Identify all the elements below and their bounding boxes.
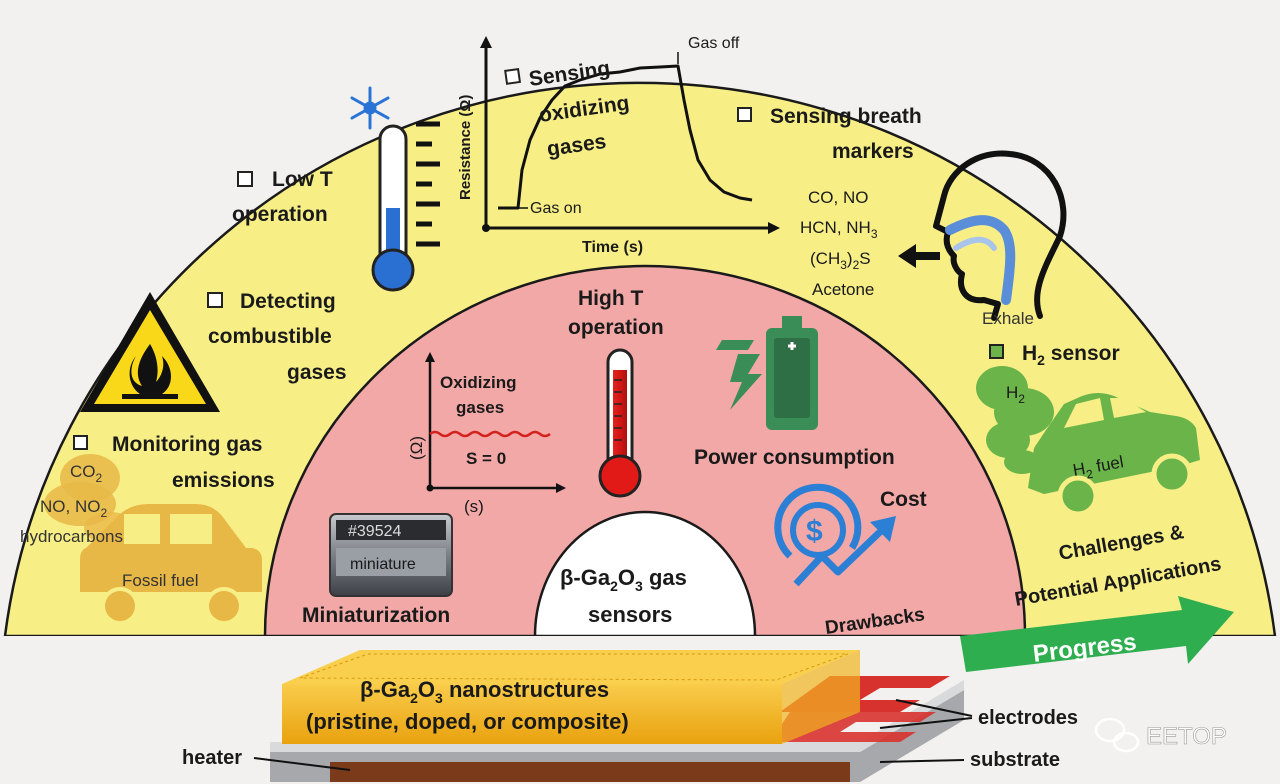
center-title-line2: sensors <box>588 602 672 627</box>
graph-ylabel: Resistance (Ω) <box>457 95 474 200</box>
electrode-pointer-2 <box>879 717 973 729</box>
breath-label-2: markers <box>832 140 914 163</box>
checkbox-icon <box>504 67 522 85</box>
omega-axis-label: (Ω) <box>407 436 426 460</box>
miniature-chip <box>329 513 453 597</box>
cost-rising-icon <box>774 483 896 587</box>
gas-off-label: Gas off <box>688 35 740 52</box>
h2-cloud-label: H2 <box>1006 383 1025 406</box>
oxidizing-sensitivity-graph <box>425 352 566 493</box>
gas-on-label: Gas on <box>530 200 582 217</box>
breath-block: Sensing breath markers <box>737 105 922 163</box>
middle-ring-drawbacks <box>263 264 1027 638</box>
snowflake-icon <box>350 86 390 130</box>
combustible-label-1: Detecting <box>240 290 336 313</box>
high-t-label-1: High T <box>578 287 643 310</box>
low-t-label-2: operation <box>232 203 328 226</box>
power-consumption-label: Power consumption <box>694 446 895 469</box>
low-t-block: Low T operation <box>232 168 333 226</box>
no-no2-label: NO, NO2 <box>40 497 107 520</box>
battery-power-icon <box>716 316 818 430</box>
flat-response-line <box>429 430 551 438</box>
center-title-line1: β-Ga2O3 gas <box>560 565 687 594</box>
checkbox-icon <box>737 107 752 122</box>
h2-cloud <box>976 366 1054 474</box>
resistance-curve <box>498 64 753 210</box>
dollar-icon: $ <box>806 515 823 548</box>
flammable-warning-icon <box>80 292 220 412</box>
oxidizing-graph-label-2: gases <box>456 398 504 417</box>
cost-label: Cost <box>880 488 927 511</box>
low-t-label-1: Low T <box>272 168 333 191</box>
heater-layer <box>330 762 850 782</box>
oxidizing-graph-label-1: Oxidizing <box>440 373 517 392</box>
monitoring-block: Monitoring gas emissions <box>73 433 275 492</box>
combustible-label-2: combustible <box>208 325 332 348</box>
electrodes-label: electrodes <box>978 707 1078 729</box>
progress-arrow <box>960 596 1234 672</box>
exhale-label: Exhale <box>982 309 1034 328</box>
electrode-pointer-1 <box>895 699 973 717</box>
monitoring-label-2: emissions <box>172 469 275 492</box>
hydrocarbons-label: hydrocarbons <box>20 527 123 546</box>
breath-marker-1: CO, NO <box>808 188 868 207</box>
chip-code: #39524 <box>348 523 401 540</box>
chip-label: miniature <box>350 556 416 573</box>
monitoring-label-1: Monitoring gas <box>112 433 263 456</box>
heater-pointer <box>253 757 351 771</box>
h2-sensor-block: H2 sensor <box>989 342 1120 368</box>
checkbox-icon <box>73 435 88 450</box>
nanostructure-front <box>282 684 782 744</box>
substrate-layer <box>270 690 964 782</box>
nanostructures-sub-label: (pristine, doped, or composite) <box>306 709 629 734</box>
graph-xlabel: Time (s) <box>582 239 643 256</box>
substrate-label: substrate <box>970 749 1060 771</box>
fossil-car-icon <box>80 504 262 625</box>
substrate-pointer <box>879 759 965 763</box>
center-core <box>533 510 757 638</box>
watermark-text: EETOP <box>1146 723 1227 750</box>
combustible-block: Detecting combustible gases <box>207 290 347 384</box>
resistance-time-graph <box>480 36 780 234</box>
cold-thermometer-icon <box>371 121 440 292</box>
wechat-logo-icon <box>1094 717 1140 753</box>
hot-thermometer-icon <box>598 348 642 498</box>
breath-label-1: Sensing breath <box>770 105 922 128</box>
breath-marker-2: HCN, NH3 <box>800 218 878 241</box>
high-t-label-2: operation <box>568 316 664 339</box>
nanostructure-top <box>282 650 860 684</box>
exhale-arrow-icon <box>898 244 940 268</box>
h2-sensor-label: H2 sensor <box>1022 342 1120 368</box>
h2-car-icon <box>1028 393 1200 517</box>
checkbox-icon <box>207 292 223 308</box>
fossil-fuel-label: Fossil fuel <box>122 571 199 590</box>
checkbox-icon <box>237 171 253 187</box>
checkbox-icon <box>989 344 1004 359</box>
miniaturization-label: Miniaturization <box>302 604 450 627</box>
s-axis-label: (s) <box>464 497 484 516</box>
breath-marker-4: Acetone <box>812 280 874 299</box>
s-zero-label: S = 0 <box>466 449 506 468</box>
heater-label: heater <box>182 747 242 769</box>
co2-label: CO2 <box>70 462 103 485</box>
combustible-label-3: gases <box>287 361 347 384</box>
breath-marker-3: (CH3)2S <box>810 249 871 272</box>
nanostructures-label: β-Ga2O3 nanostructures <box>360 677 609 706</box>
high-t-block: High T operation <box>568 287 664 339</box>
human-head-icon <box>933 150 1067 321</box>
